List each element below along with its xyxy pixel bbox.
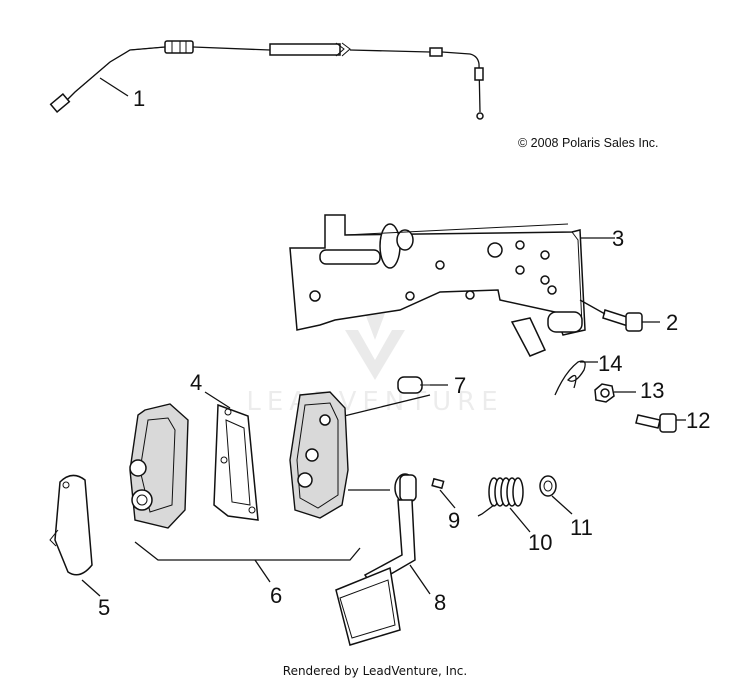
bolt-2[interactable] [602, 309, 643, 332]
footer-credit: Rendered by LeadVenture, Inc. [282, 664, 468, 678]
bushing-11[interactable] [539, 475, 557, 497]
leader-line-4 [204, 391, 231, 409]
callout-6[interactable]: 6 [270, 583, 282, 608]
nut-13[interactable] [594, 383, 615, 403]
housing-right[interactable] [289, 391, 349, 519]
callout-1[interactable]: 1 [133, 86, 145, 111]
gasket-4[interactable] [213, 403, 259, 521]
leader-line-9 [439, 489, 456, 509]
callout-14[interactable]: 14 [598, 351, 622, 376]
leader-line-6 [134, 541, 361, 561]
key-9[interactable] [431, 477, 445, 490]
leader-line-11 [551, 495, 573, 515]
leader-line-5 [81, 579, 101, 597]
pedal-arm-8[interactable] [335, 473, 417, 646]
callout-12[interactable]: 12 [686, 408, 710, 433]
callout-5[interactable]: 5 [98, 595, 110, 620]
callout-3[interactable]: 3 [612, 226, 624, 251]
bolt-12[interactable] [635, 413, 677, 433]
screw-7[interactable] [397, 376, 430, 394]
callout-2[interactable]: 2 [666, 310, 678, 335]
leader-line-8 [409, 564, 431, 595]
housing-left[interactable] [129, 403, 189, 529]
throttle-cable[interactable] [49, 40, 484, 120]
watermark-text: LEADVENTURE [246, 387, 503, 417]
callout-4[interactable]: 4 [190, 370, 202, 395]
leader-line-10 [509, 507, 531, 533]
callout-9[interactable]: 9 [448, 508, 460, 533]
callout-13[interactable]: 13 [640, 378, 664, 403]
clip-14[interactable] [554, 360, 586, 396]
callout-10[interactable]: 10 [528, 530, 552, 555]
callout-8[interactable]: 8 [434, 590, 446, 615]
cover-5[interactable] [49, 474, 93, 576]
leader-line-6b [254, 559, 271, 583]
callout-11[interactable]: 11 [570, 515, 593, 540]
leader-line-1 [99, 77, 129, 97]
spring-10[interactable] [477, 477, 524, 517]
pedal-bracket[interactable] [289, 214, 586, 357]
callout-7[interactable]: 7 [454, 373, 466, 398]
leader-line-7b [339, 394, 431, 418]
copyright-text: © 2008 Polaris Sales Inc. [518, 136, 659, 150]
leader-line-2a [579, 299, 606, 315]
